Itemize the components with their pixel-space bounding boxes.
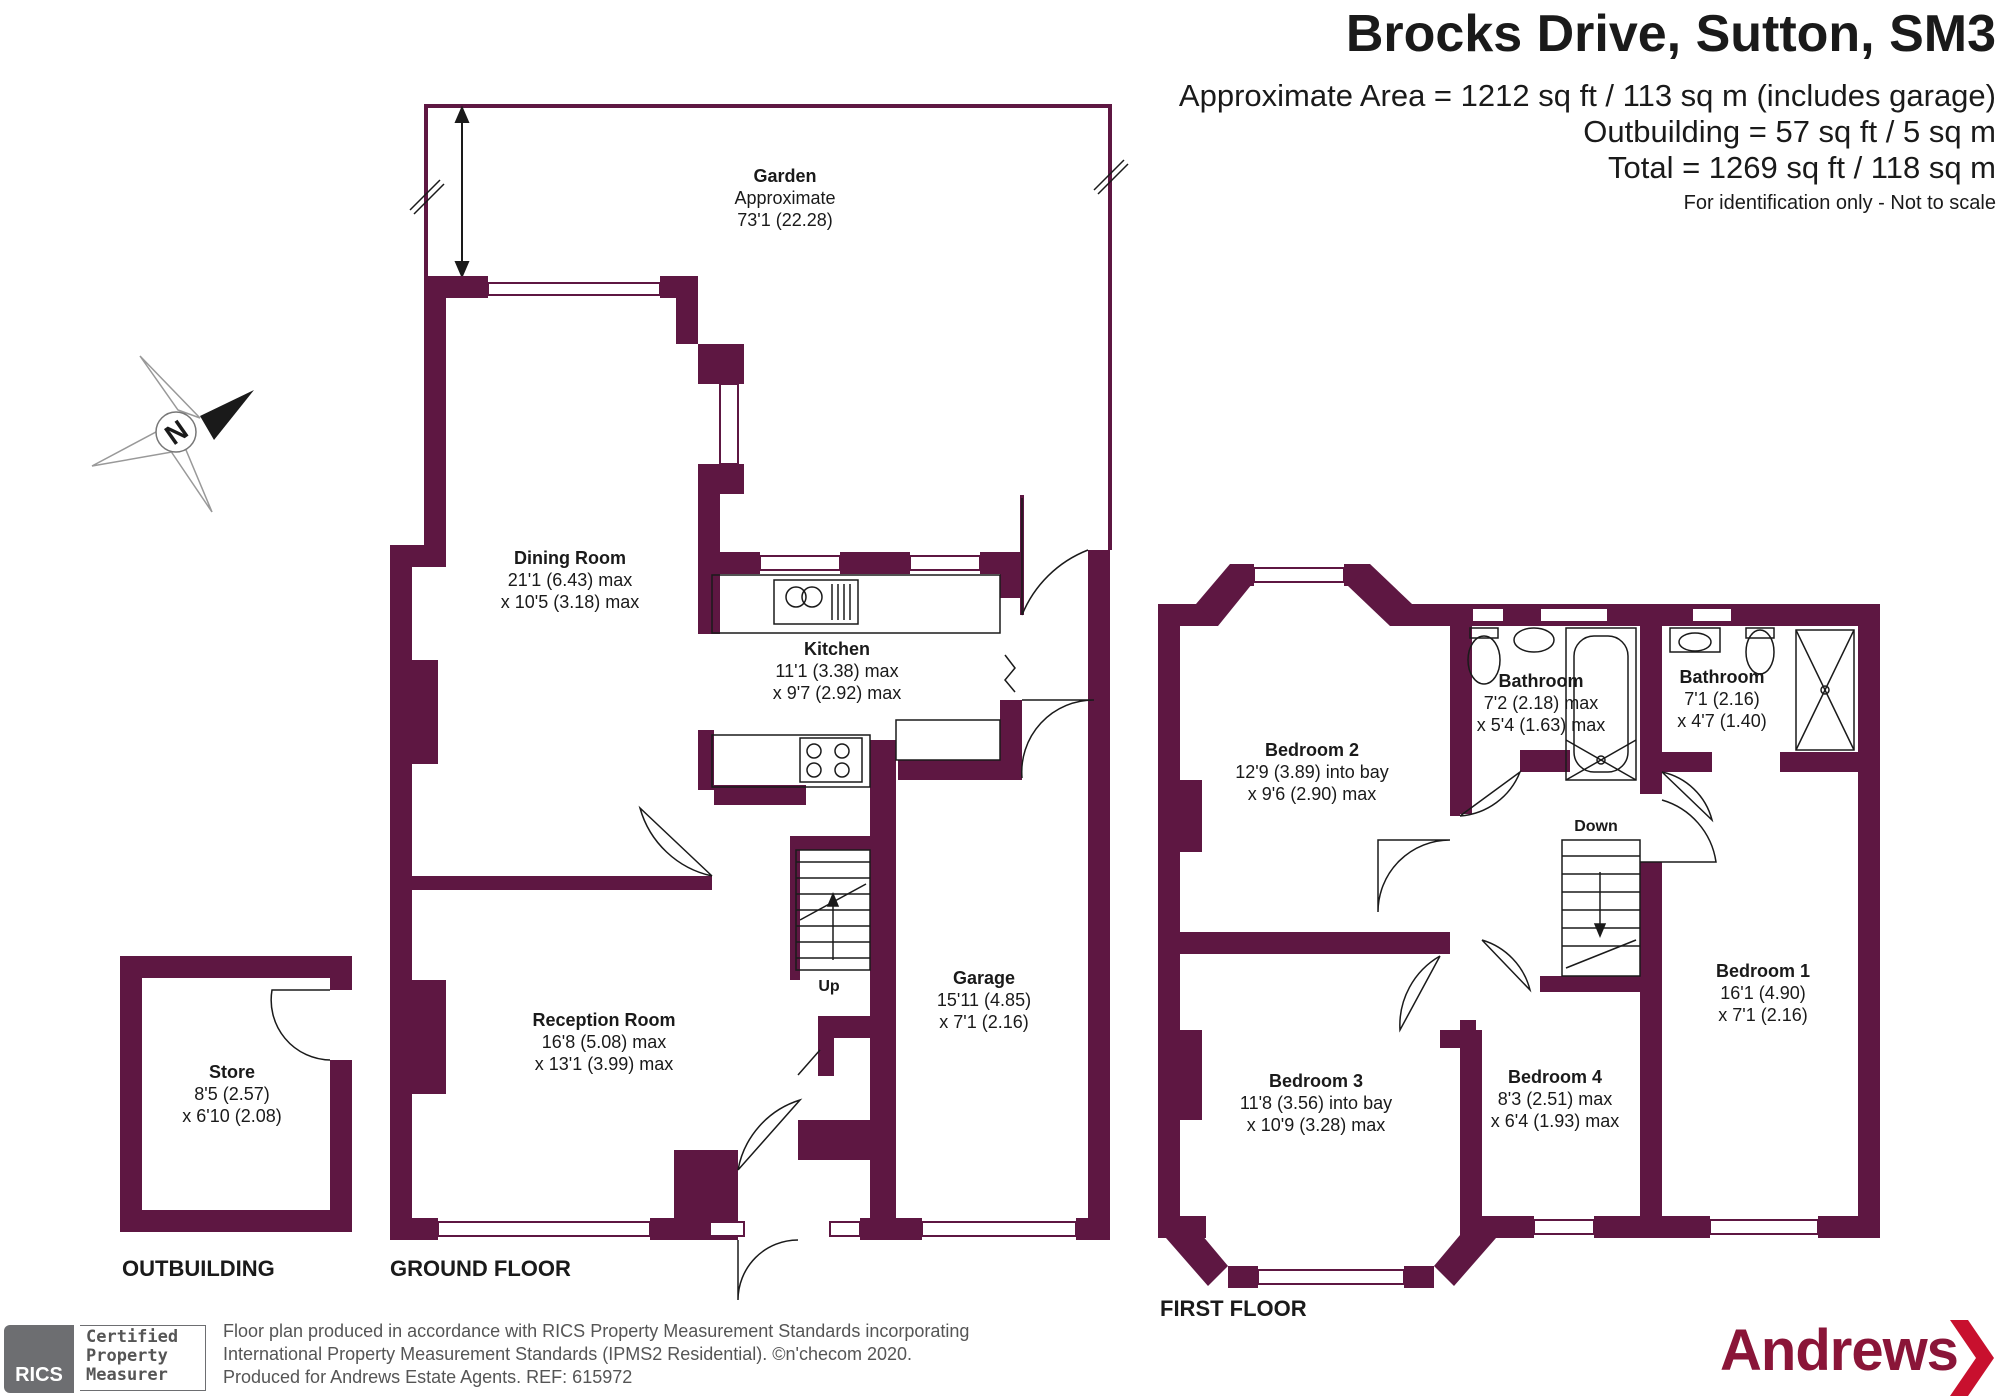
svg-text:x 4'7 (1.40): x 4'7 (1.40): [1677, 711, 1766, 731]
svg-text:8'3 (2.51) max: 8'3 (2.51) max: [1498, 1089, 1613, 1109]
bedroom-4-label: Bedroom 4 8'3 (2.51) max x 6'4 (1.93) ma…: [1491, 1067, 1620, 1131]
svg-text:x 5'4 (1.63) max: x 5'4 (1.63) max: [1477, 715, 1606, 735]
svg-text:11'1 (3.38) max: 11'1 (3.38) max: [775, 661, 898, 681]
rics-line-3: Measurer: [86, 1365, 168, 1385]
svg-text:Bedroom 1: Bedroom 1: [1716, 961, 1810, 981]
garden-label: Garden Approximate 73'1 (22.28): [734, 166, 835, 230]
rics-logo-text: RICS: [15, 1364, 63, 1386]
area-outbuilding: Outbuilding = 57 sq ft / 5 sq m: [1583, 114, 1996, 149]
svg-text:Garage: Garage: [953, 968, 1015, 988]
bedroom-3-label: Bedroom 3 11'8 (3.56) into bay x 10'9 (3…: [1240, 1071, 1392, 1135]
andrews-logo-text: Andrews: [1720, 1318, 1959, 1383]
svg-text:15'11 (4.85): 15'11 (4.85): [937, 990, 1031, 1010]
footer-line-2: International Property Measurement Stand…: [223, 1344, 913, 1364]
garden-dimension-arrow: [454, 105, 470, 279]
dining-room-label: Dining Room 21'1 (6.43) max x 10'5 (3.18…: [501, 548, 640, 612]
svg-text:Reception Room: Reception Room: [532, 1010, 675, 1030]
rics-badge: RICS Certified Property Measurer: [4, 1325, 208, 1393]
bathroom-fittings: [1467, 627, 1855, 781]
svg-text:16'1 (4.90): 16'1 (4.90): [1720, 983, 1806, 1003]
svg-text:x 6'4 (1.93) max: x 6'4 (1.93) max: [1491, 1111, 1620, 1131]
svg-text:Garden: Garden: [753, 166, 816, 186]
compass-rose: [91, 355, 254, 513]
svg-text:Dining Room: Dining Room: [514, 548, 626, 568]
svg-text:x 6'10 (2.08): x 6'10 (2.08): [182, 1106, 282, 1126]
svg-text:Bathroom: Bathroom: [1680, 667, 1765, 687]
ground-floor-walls: [390, 276, 1110, 1240]
svg-text:Store: Store: [209, 1062, 255, 1082]
outbuilding-floor-label: OUTBUILDING: [122, 1256, 275, 1281]
footer-line-1: Floor plan produced in accordance with R…: [223, 1321, 970, 1341]
svg-text:Bathroom: Bathroom: [1499, 671, 1584, 691]
bathroom-b-label: Bathroom 7'1 (2.16) x 4'7 (1.40): [1677, 667, 1766, 731]
stairs-down-label: Down: [1574, 818, 1618, 835]
ground-doors: [638, 498, 1095, 1301]
garden-break-marks: [409, 159, 1129, 215]
garden-outline: [424, 104, 1112, 550]
footer-notes: Floor plan produced in accordance with R…: [223, 1320, 969, 1389]
ground-floor-label: GROUND FLOOR: [390, 1256, 571, 1281]
svg-text:Kitchen: Kitchen: [804, 639, 870, 659]
outbuilding-door: [270, 989, 331, 1061]
bedroom-1-label: Bedroom 1 16'1 (4.90) x 7'1 (2.16): [1716, 961, 1810, 1025]
rics-certification-text: Certified Property Measurer: [80, 1325, 206, 1391]
ground-stairs: [795, 849, 871, 971]
svg-text:x 9'6 (2.90) max: x 9'6 (2.90) max: [1248, 784, 1377, 804]
bedroom-2-label: Bedroom 2 12'9 (3.89) into bay x 9'6 (2.…: [1235, 740, 1389, 804]
area-total: Total = 1269 sq ft / 118 sq m: [1607, 150, 1996, 185]
first-floor-label: FIRST FLOOR: [1160, 1296, 1307, 1321]
svg-text:12'9 (3.89) into bay: 12'9 (3.89) into bay: [1235, 762, 1389, 782]
svg-text:73'1 (22.28): 73'1 (22.28): [737, 210, 833, 230]
svg-text:x 10'5 (3.18) max: x 10'5 (3.18) max: [501, 592, 640, 612]
stairs-up-label: Up: [818, 978, 840, 995]
svg-text:x 10'9 (3.28) max: x 10'9 (3.28) max: [1247, 1115, 1386, 1135]
first-doors: [1377, 769, 1717, 1033]
footer-line-3: Produced for Andrews Estate Agents. REF:…: [223, 1367, 633, 1387]
rics-line-1: Certified: [86, 1327, 179, 1347]
svg-text:Bedroom 2: Bedroom 2: [1265, 740, 1359, 760]
andrews-chevron-icon: [1950, 1320, 1994, 1396]
reception-room-label: Reception Room 16'8 (5.08) max x 13'1 (3…: [532, 1010, 675, 1074]
outbuilding-walls: [120, 956, 352, 1232]
bathroom-a-label: Bathroom 7'2 (2.18) max x 5'4 (1.63) max: [1477, 671, 1606, 735]
svg-text:Bedroom 3: Bedroom 3: [1269, 1071, 1363, 1091]
svg-text:x 7'1 (2.16): x 7'1 (2.16): [1718, 1005, 1807, 1025]
kitchen-label: Kitchen 11'1 (3.38) max x 9'7 (2.92) max: [773, 639, 902, 703]
kitchen-fittings: [711, 574, 1001, 788]
area-approximate: Approximate Area = 1212 sq ft / 113 sq m…: [1178, 78, 1996, 113]
svg-text:7'2 (2.18) max: 7'2 (2.18) max: [1484, 693, 1599, 713]
svg-text:16'8 (5.08) max: 16'8 (5.08) max: [542, 1032, 667, 1052]
svg-text:Approximate: Approximate: [734, 188, 835, 208]
page-title: Brocks Drive, Sutton, SM3: [1345, 5, 1996, 63]
ground-floor-windows: [437, 282, 1077, 1237]
svg-text:8'5 (2.57): 8'5 (2.57): [194, 1084, 269, 1104]
svg-text:21'1 (6.43) max: 21'1 (6.43) max: [508, 570, 633, 590]
svg-text:x 13'1 (3.99) max: x 13'1 (3.99) max: [535, 1054, 674, 1074]
svg-text:Bedroom 4: Bedroom 4: [1508, 1067, 1602, 1087]
first-stairs: [1561, 839, 1641, 977]
first-floor-walls: [1158, 564, 1880, 1288]
store-label: Store 8'5 (2.57) x 6'10 (2.08): [182, 1062, 282, 1126]
first-floor-windows: [1253, 567, 1819, 1285]
garage-label: Garage 15'11 (4.85) x 7'1 (2.16): [937, 968, 1031, 1032]
svg-text:7'1 (2.16): 7'1 (2.16): [1684, 689, 1759, 709]
svg-text:x 9'7 (2.92) max: x 9'7 (2.92) max: [773, 683, 902, 703]
rics-logo: RICS: [4, 1325, 74, 1393]
svg-text:x 7'1 (2.16): x 7'1 (2.16): [939, 1012, 1028, 1032]
rics-line-2: Property: [86, 1346, 168, 1366]
scale-disclaimer: For identification only - Not to scale: [1683, 192, 1996, 214]
svg-text:11'8 (3.56) into bay: 11'8 (3.56) into bay: [1240, 1093, 1392, 1113]
